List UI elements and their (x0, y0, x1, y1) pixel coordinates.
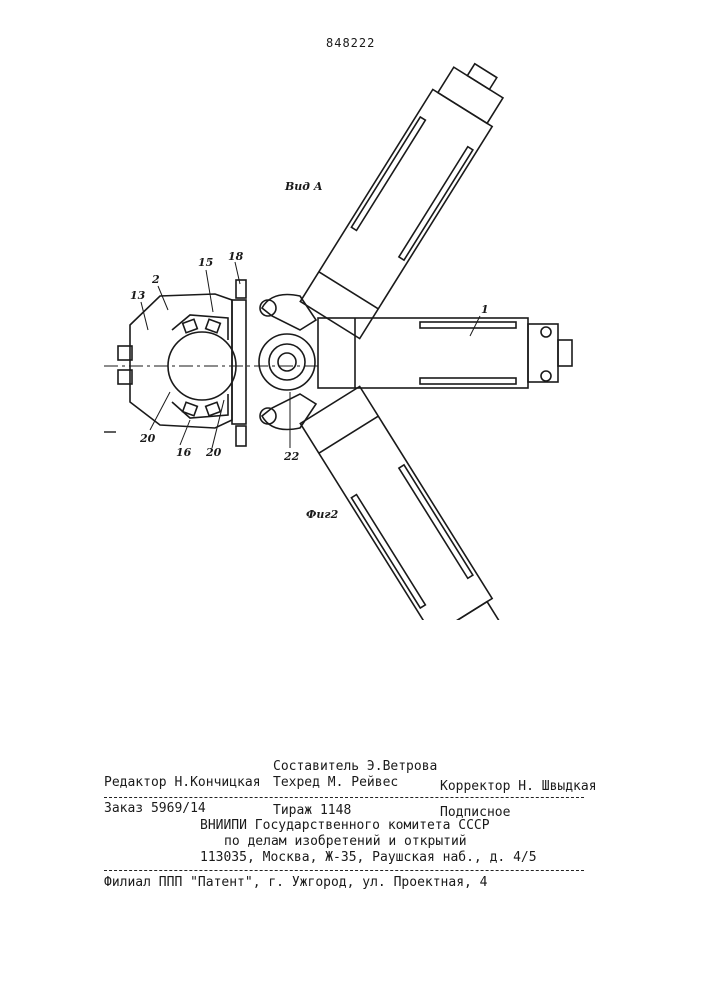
callout-13: 13 (130, 289, 146, 302)
editor: Редактор Н.Кончицкая (104, 775, 261, 790)
figure-caption: Фиг2 (306, 508, 339, 521)
org-line2: по делам изобретений и открытий (224, 834, 467, 849)
callout-22: 22 (283, 450, 300, 463)
filial-address: Филиал ППП "Патент", г. Ужгород, ул. Про… (104, 875, 488, 890)
clamp-body (130, 294, 232, 428)
org-address: 113035, Москва, Ж-35, Раушская наб., д. … (200, 850, 537, 865)
technical-drawing: Вид А 1 2 13 15 18 20 16 20 22 Фиг2 (0, 0, 707, 620)
callout-20a: 20 (139, 432, 156, 445)
hinge-circle (259, 334, 315, 390)
callout-18: 18 (228, 250, 244, 263)
divider-bottom (104, 870, 584, 871)
org-line1: ВНИИПИ Государственного комитета СССР (200, 818, 490, 833)
techred: Техред М. Рейвес (273, 775, 398, 790)
bolt-column (232, 300, 246, 424)
print-run: Тираж 1148 (273, 803, 351, 818)
order-number: Заказ 5969/14 (104, 801, 206, 816)
callout-15: 15 (198, 256, 213, 269)
callout-1: 1 (481, 303, 489, 316)
workpiece-circle (168, 332, 236, 400)
compiler: Составитель Э.Ветрова (273, 759, 437, 774)
callout-16: 16 (176, 446, 192, 459)
callout-20b: 20 (205, 446, 222, 459)
cylinder-lower (300, 386, 515, 620)
divider-top (104, 797, 584, 798)
callout-2: 2 (151, 273, 160, 286)
corrector: Корректор Н. Швыдкая (440, 779, 597, 794)
view-label: Вид А (284, 180, 323, 193)
cylinder-upper (300, 52, 515, 338)
